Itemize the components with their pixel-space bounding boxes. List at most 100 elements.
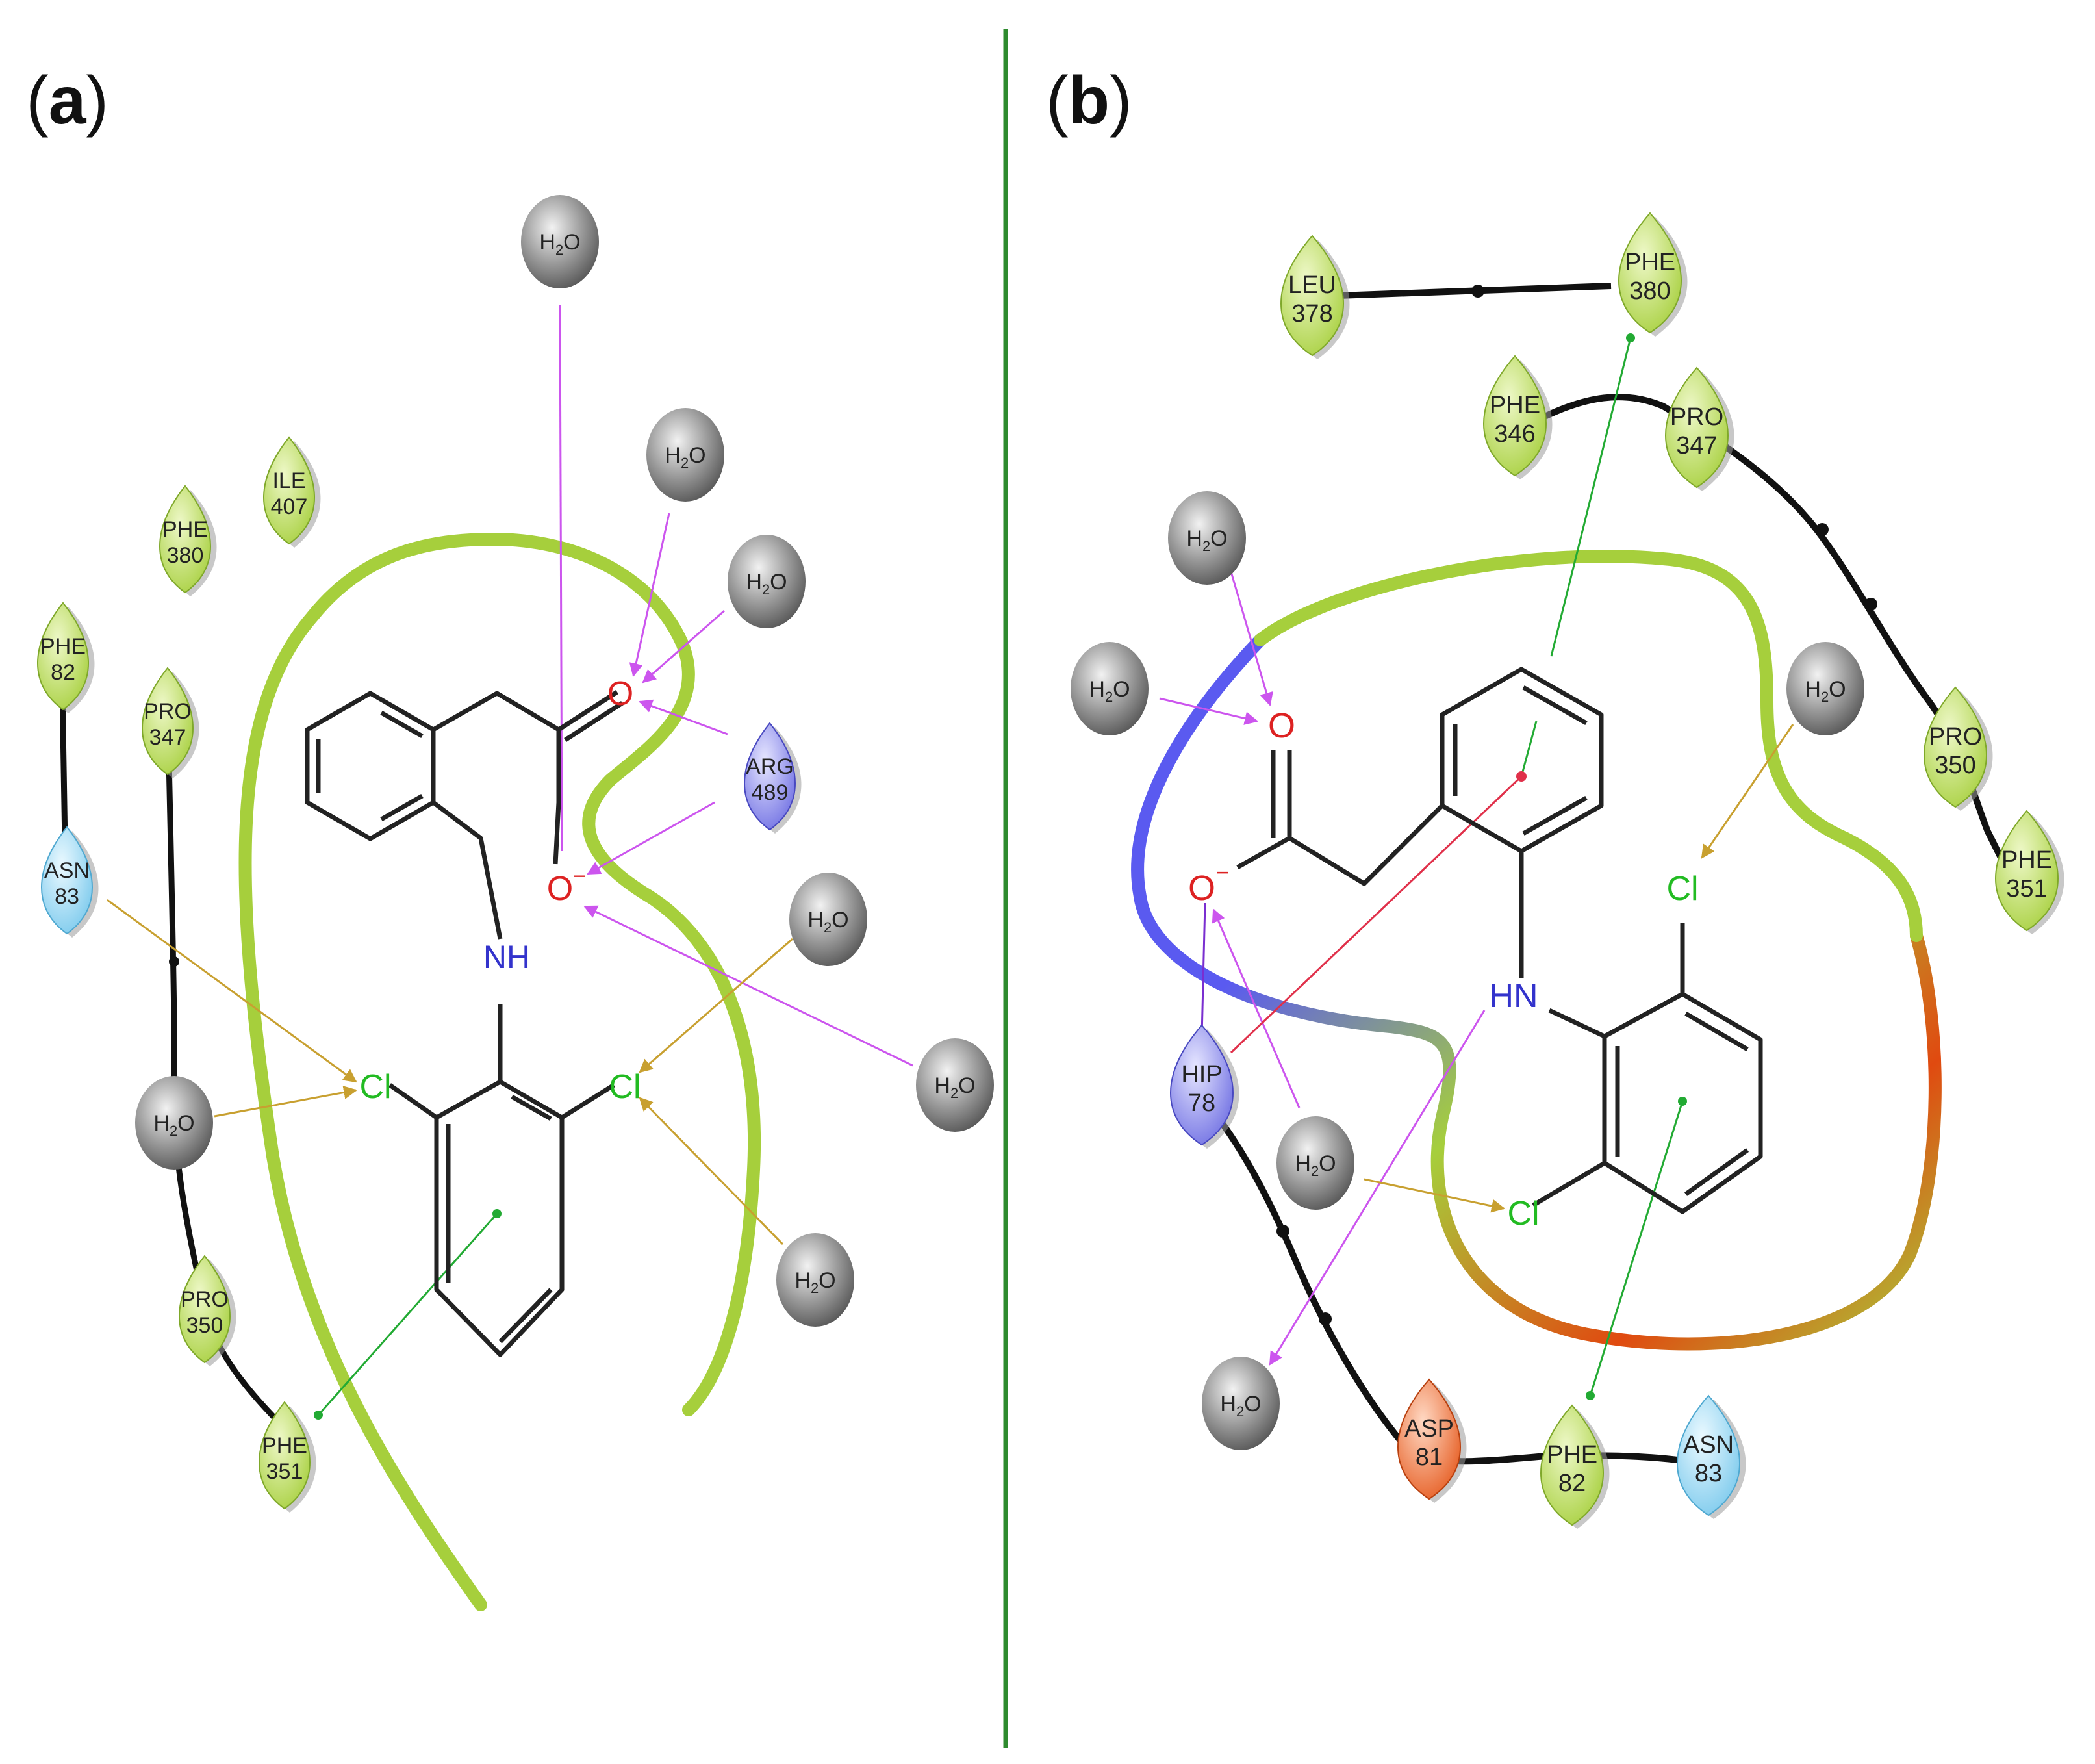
- residue-name: LEU: [1288, 272, 1336, 299]
- atom-chlorine: Cl: [1507, 1195, 1539, 1233]
- water-o: O: [1319, 1151, 1336, 1176]
- water-o: O: [563, 230, 580, 255]
- water-o: O: [770, 570, 787, 594]
- phenyl-ring-top-a: [305, 691, 436, 841]
- panel-b-label: (b): [1046, 63, 1132, 138]
- water-label: H2O: [1186, 526, 1227, 554]
- backbone-b-2: [1538, 394, 2017, 886]
- water-o: O: [689, 443, 705, 468]
- backbone-node: [1276, 1225, 1289, 1238]
- water-h: H: [934, 1073, 950, 1098]
- water-sub: 2: [681, 455, 689, 471]
- water-label: H2O: [1295, 1151, 1336, 1179]
- backbone-node: [1471, 285, 1484, 298]
- residue-number: 83: [55, 884, 79, 909]
- water-sphere: [135, 1076, 213, 1170]
- residue-hydrophobic-shape: [259, 1401, 311, 1510]
- residue-number: 350: [186, 1313, 223, 1338]
- panel-a-label: (a): [26, 63, 109, 138]
- water-sphere: [1168, 491, 1246, 585]
- atom-oxygen: O: [1268, 706, 1295, 745]
- water-sub: 2: [811, 1280, 819, 1296]
- residue-number: 350: [1935, 752, 1975, 779]
- residue-name: HIP: [1181, 1061, 1222, 1088]
- residue-number: 407: [271, 494, 308, 519]
- residue-number: 346: [1494, 420, 1535, 448]
- water-sphere: [646, 408, 724, 502]
- atom-nh: NH: [483, 939, 530, 975]
- water-molecule: H2O: [1786, 642, 1864, 735]
- pi-cation-center: [1516, 771, 1527, 782]
- residue-number: 81: [1416, 1444, 1443, 1471]
- water-label: H2O: [746, 570, 787, 598]
- water-h: H: [1089, 677, 1105, 702]
- residue-name: PRO: [1929, 723, 1982, 750]
- residue-number: 347: [1676, 432, 1717, 459]
- water-molecule: H2O: [789, 873, 867, 966]
- residue-number: 83: [1695, 1460, 1722, 1487]
- residue-name: PRO: [144, 699, 192, 724]
- water-o: O: [177, 1111, 194, 1136]
- residue-hydrophobic-shape: [1540, 1404, 1604, 1526]
- water-label: H2O: [665, 443, 705, 471]
- water-sub: 2: [1236, 1403, 1244, 1420]
- water-sphere: [776, 1233, 854, 1327]
- water-o: O: [1244, 1392, 1261, 1416]
- residue-hydrophobic-shape: [1665, 366, 1729, 489]
- pi-stacking-end: [1626, 333, 1635, 342]
- residue-hydrophobic-shape: [142, 667, 194, 776]
- residue-number: 380: [1629, 277, 1670, 305]
- residue-hydrophobic-shape: [1280, 235, 1344, 357]
- pi-stacking-line: [1550, 337, 1632, 657]
- hbond-line: [587, 801, 715, 875]
- pi-stacking-end: [1586, 1391, 1595, 1400]
- water-sphere: [1202, 1357, 1280, 1450]
- binding-pocket-outline-a: [238, 532, 761, 1611]
- water-sphere: [728, 535, 806, 628]
- atom-chlorine: Cl: [359, 1068, 391, 1106]
- residue-hydrophobic-shape: [1995, 810, 2059, 932]
- residue-layer: ILE407PHE380PHE82PRO347ASN83ARG489PRO350…: [37, 212, 2064, 1529]
- water-h: H: [1220, 1392, 1236, 1416]
- residue-name: PHE: [262, 1433, 307, 1458]
- residue-hydrophobic-shape: [37, 602, 89, 711]
- residue-name: ASN: [44, 858, 90, 883]
- water-molecule: H2O: [776, 1233, 854, 1327]
- residue-positive-shape: [1170, 1024, 1234, 1146]
- halogen-bond-line: [1701, 724, 1794, 859]
- hbond-line: [559, 305, 563, 852]
- residue-number: 82: [51, 660, 75, 685]
- halogen-bond-line: [107, 899, 357, 1083]
- residue-hydrophobic-shape: [1483, 355, 1547, 477]
- residue-name: PHE: [40, 634, 86, 659]
- residue-name: PHE: [1625, 249, 1675, 276]
- halogen-bond-line: [214, 1086, 358, 1118]
- residue-name: PHE: [1547, 1441, 1597, 1468]
- water-molecule: H2O: [728, 535, 806, 628]
- hbond-line: [1159, 697, 1259, 725]
- ligand-b: [1236, 667, 1763, 1214]
- water-o: O: [1210, 526, 1227, 551]
- water-label: H2O: [1805, 677, 1846, 705]
- residue-hydrophobic-shape: [263, 436, 315, 545]
- water-sub: 2: [762, 582, 770, 598]
- residue-name: ARG: [746, 754, 794, 779]
- residue-name: PRO: [1670, 403, 1723, 431]
- water-sub: 2: [1821, 689, 1829, 705]
- hbond-line: [629, 513, 670, 678]
- pi-stacking-line: [1520, 721, 1538, 777]
- water-sub: 2: [1105, 689, 1113, 705]
- water-molecule: H2O: [1168, 491, 1246, 585]
